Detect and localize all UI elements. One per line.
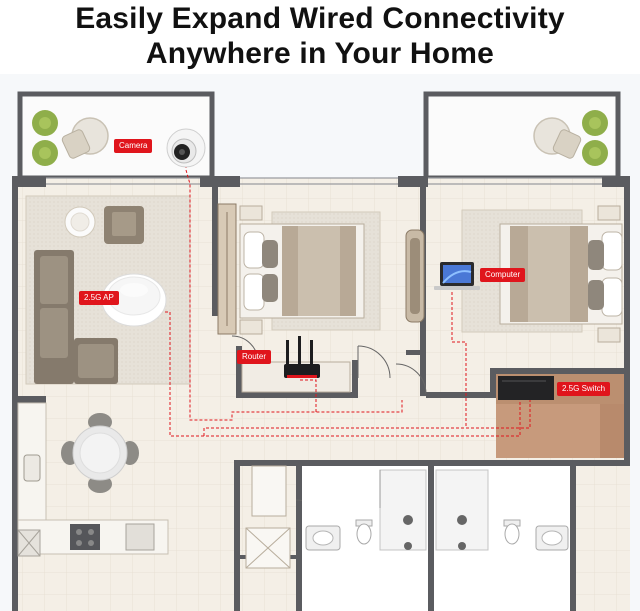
headline-line-2: Anywhere in Your Home: [145, 37, 495, 70]
bathroom-right: [434, 466, 570, 611]
access-point-icon: [101, 273, 167, 327]
dining-table: [61, 413, 139, 493]
bathroom-left: [302, 466, 428, 611]
laptop-icon: [434, 262, 480, 290]
camera-label: Camera: [114, 139, 153, 153]
headline-line-1: Easily Expand Wired Connectivity: [75, 2, 565, 35]
bed-left: [239, 223, 365, 319]
sofa: [34, 250, 118, 384]
router-label: Router: [237, 350, 272, 364]
balcony-right: [423, 91, 621, 181]
switch-label: 2.5G Switch: [557, 382, 611, 396]
switch-icon: [498, 376, 554, 400]
outer-walls: [12, 176, 630, 611]
camera-icon: [166, 128, 206, 168]
computer-label: Computer: [480, 268, 526, 282]
router-icon: [284, 336, 320, 378]
access-point-label: 2.5G AP: [79, 291, 119, 305]
